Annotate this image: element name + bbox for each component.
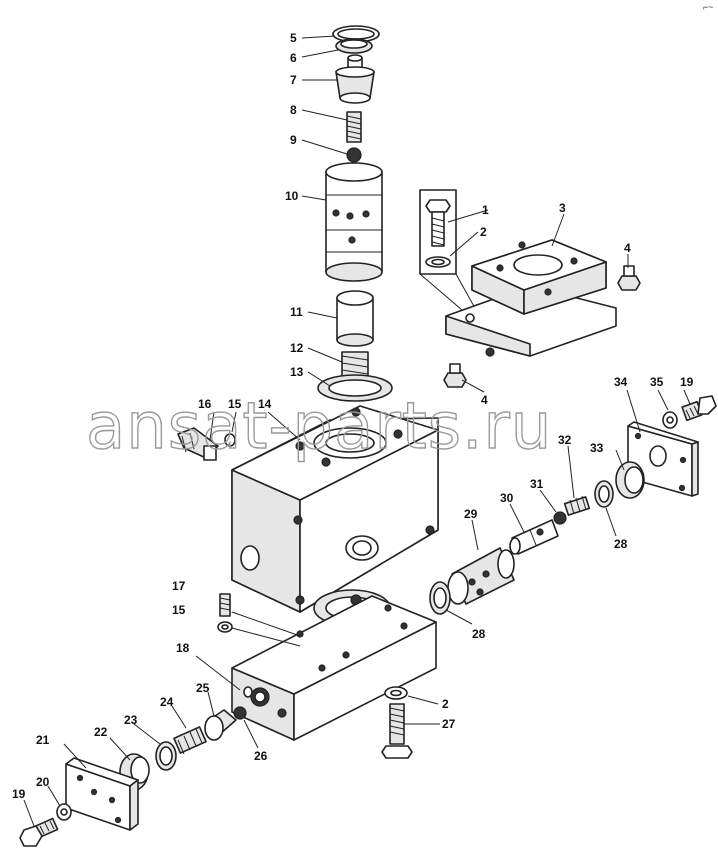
- part-5-seal-ring: [332, 25, 380, 43]
- part-21-end-plate-left: [65, 757, 139, 831]
- watermark-text: ansat-parts.ru: [86, 390, 552, 464]
- part-28-oring-left: [429, 581, 451, 615]
- part-13-gasket: [317, 374, 393, 402]
- callout-3: 3: [559, 201, 566, 215]
- callout-28-left: 28: [472, 627, 486, 641]
- callout-14: 14: [258, 397, 272, 411]
- part-29-sleeve: [447, 547, 515, 605]
- part-30-spool: [509, 519, 559, 555]
- part-11-piston: [336, 290, 374, 347]
- part-15-oring-lower: [217, 621, 301, 647]
- part-35-washer: [662, 411, 678, 429]
- part-4-plug-upper: [617, 265, 641, 291]
- callout-29: 29: [464, 507, 478, 521]
- callout-6: 6: [290, 51, 297, 65]
- part-31-ball: [553, 511, 567, 525]
- callout-17: 17: [172, 579, 186, 593]
- callout-34: 34: [614, 375, 628, 389]
- callout-27: 27: [442, 717, 456, 731]
- callout-26: 26: [254, 749, 268, 763]
- part-10-valve-sleeve: [325, 162, 383, 282]
- callout-20: 20: [36, 775, 50, 789]
- callout-7: 7: [290, 73, 297, 87]
- part-6-ring: [335, 38, 373, 54]
- part-25-poppet: [204, 709, 237, 741]
- callout-21: 21: [36, 733, 50, 747]
- callout-9: 9: [290, 133, 297, 147]
- callout-4-upper: 4: [624, 241, 631, 255]
- callout-25: 25: [196, 681, 210, 695]
- callout-19-right: 19: [680, 375, 694, 389]
- leader-lines: [23, 35, 691, 827]
- callout-5: 5: [290, 31, 297, 45]
- part-3-mounting-bracket: [445, 239, 617, 357]
- part-19-bolt-left: [19, 817, 59, 847]
- part-28-oring-right: [594, 480, 614, 508]
- part-15-oring-upper: [224, 433, 236, 447]
- callout-30: 30: [500, 491, 514, 505]
- part-27-bolt: [381, 703, 413, 759]
- valve-body-upper: [231, 405, 439, 613]
- callout-12: 12: [290, 341, 304, 355]
- callout-28-right: 28: [614, 537, 628, 551]
- part-33-cap: [615, 461, 645, 499]
- part-19-bolt-right: [681, 395, 717, 422]
- part-16-fitting: [177, 427, 219, 461]
- callout-31: 31: [530, 477, 544, 491]
- callout-15-lower: 15: [172, 603, 186, 617]
- part-26-ball: [233, 706, 247, 720]
- callout-16: 16: [198, 397, 212, 411]
- part-8-spring: [346, 111, 362, 143]
- part-2-washer-lower: [384, 686, 408, 700]
- corner-mark: ⌐~: [703, 2, 714, 12]
- callout-1: 1: [482, 203, 489, 217]
- callout-2-upper: 2: [480, 225, 487, 239]
- part-1-bolt-detail-box: [419, 189, 477, 311]
- callout-35: 35: [650, 375, 664, 389]
- part-4-plug-lower: [443, 363, 467, 388]
- part-20-washer: [56, 803, 72, 821]
- callout-13: 13: [290, 365, 304, 379]
- callout-19-left: 19: [12, 787, 26, 801]
- callout-32: 32: [558, 433, 572, 447]
- part-9-ball: [346, 147, 362, 163]
- part-7-plug: [335, 54, 375, 104]
- callout-2-lower: 2: [442, 697, 449, 711]
- callout-24: 24: [160, 695, 174, 709]
- callout-22: 22: [94, 725, 108, 739]
- callout-4-lower: 4: [481, 393, 488, 407]
- callout-15-upper: 15: [228, 397, 242, 411]
- part-17-screw: [219, 593, 301, 637]
- callout-8: 8: [290, 103, 297, 117]
- callout-labels: 1 2 3 4 4 5 6 7 8 9 10 11 12 13 14 15 15…: [12, 31, 694, 801]
- valve-body-lower: [231, 595, 437, 741]
- callout-23: 23: [124, 713, 138, 727]
- callout-10: 10: [285, 189, 299, 203]
- callout-18: 18: [176, 641, 190, 655]
- callout-33: 33: [590, 441, 604, 455]
- part-32-spring: [563, 495, 591, 516]
- callout-11: 11: [290, 305, 303, 319]
- part-23-oring: [155, 741, 177, 771]
- part-24-spring: [173, 726, 207, 755]
